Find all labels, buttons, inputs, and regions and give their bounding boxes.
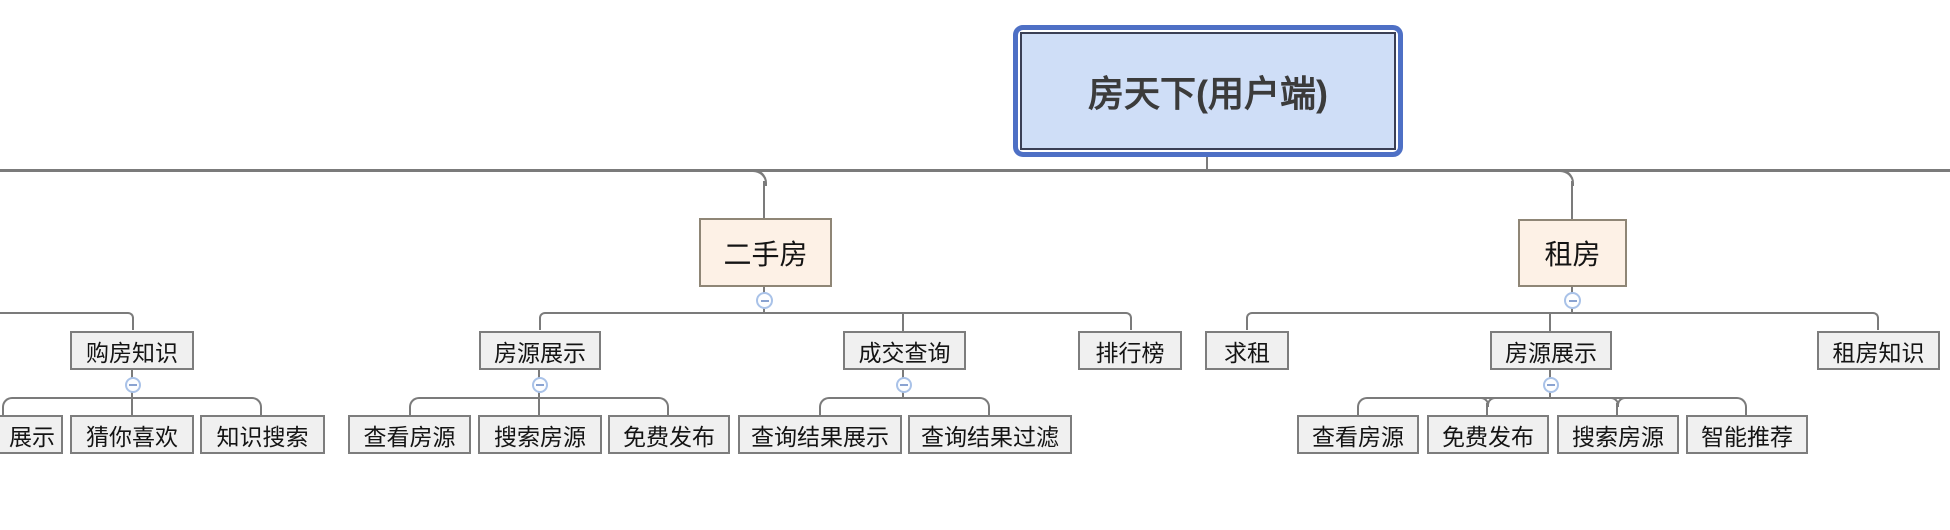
node-rent-house[interactable]: 租房 — [1518, 219, 1627, 287]
node-smart-recommend[interactable]: 智能推荐 — [1686, 415, 1808, 454]
connector-bus — [2, 397, 262, 415]
node-display-clipped[interactable]: 展示 — [0, 415, 63, 454]
node-ranking[interactable]: 排行榜 — [1078, 331, 1182, 370]
node-search-listings-2[interactable]: 搜索房源 — [1557, 415, 1679, 454]
minus-icon — [760, 299, 769, 302]
root-node[interactable]: 房天下(用户端) — [1013, 25, 1403, 157]
node-search-listings-1[interactable]: 搜索房源 — [478, 415, 602, 454]
connector-bus — [1357, 397, 1747, 415]
node-guess-you-like[interactable]: 猜你喜欢 — [70, 415, 194, 454]
connector-line — [1616, 403, 1618, 415]
node-rent-seeking[interactable]: 求租 — [1205, 331, 1289, 370]
minus-icon — [1547, 384, 1555, 386]
node-listing-display-1[interactable]: 房源展示 — [479, 331, 601, 370]
collapse-button[interactable] — [1543, 377, 1559, 393]
node-view-listings-2[interactable]: 查看房源 — [1297, 415, 1419, 454]
root-node-label: 房天下(用户端) — [1020, 32, 1396, 150]
collapse-button[interactable] — [125, 377, 141, 393]
connector-bus — [539, 312, 1132, 330]
node-rent-knowledge[interactable]: 租房知识 — [1817, 331, 1940, 370]
node-purchase-knowledge[interactable]: 购房知识 — [70, 331, 194, 370]
connector-bus — [0, 312, 134, 330]
connector-curve — [1558, 169, 1574, 186]
connector-line — [0, 169, 1950, 172]
node-deal-query[interactable]: 成交查询 — [843, 331, 966, 370]
connector-curve — [751, 169, 767, 186]
minus-icon — [1568, 299, 1577, 302]
minus-icon — [900, 384, 908, 386]
connector-bus — [409, 397, 669, 415]
connector-bus — [819, 397, 990, 415]
node-query-result-display[interactable]: 查询结果展示 — [738, 415, 902, 454]
connector-line — [1206, 157, 1208, 171]
connector-line — [131, 399, 133, 415]
node-second-hand-house[interactable]: 二手房 — [699, 218, 832, 287]
connector-line — [1549, 314, 1551, 331]
connector-line — [763, 181, 765, 218]
connector-curve — [1487, 397, 1497, 407]
node-view-listings-1[interactable]: 查看房源 — [348, 415, 471, 454]
connector-line — [1486, 403, 1488, 415]
connector-line — [538, 399, 540, 415]
connector-curve — [1617, 397, 1627, 407]
collapse-button[interactable] — [532, 377, 548, 393]
collapse-button[interactable] — [896, 377, 912, 393]
connector-line — [902, 314, 904, 331]
node-listing-display-2[interactable]: 房源展示 — [1490, 331, 1612, 370]
minus-icon — [536, 384, 544, 386]
node-free-publish-1[interactable]: 免费发布 — [608, 415, 730, 454]
collapse-button[interactable] — [1564, 292, 1581, 309]
minus-icon — [129, 384, 137, 386]
node-query-result-filter[interactable]: 查询结果过滤 — [908, 415, 1072, 454]
connector-bus — [1246, 312, 1879, 330]
node-free-publish-2[interactable]: 免费发布 — [1427, 415, 1549, 454]
node-knowledge-search[interactable]: 知识搜索 — [200, 415, 325, 454]
collapse-button[interactable] — [756, 292, 773, 309]
connector-line — [1571, 181, 1573, 219]
